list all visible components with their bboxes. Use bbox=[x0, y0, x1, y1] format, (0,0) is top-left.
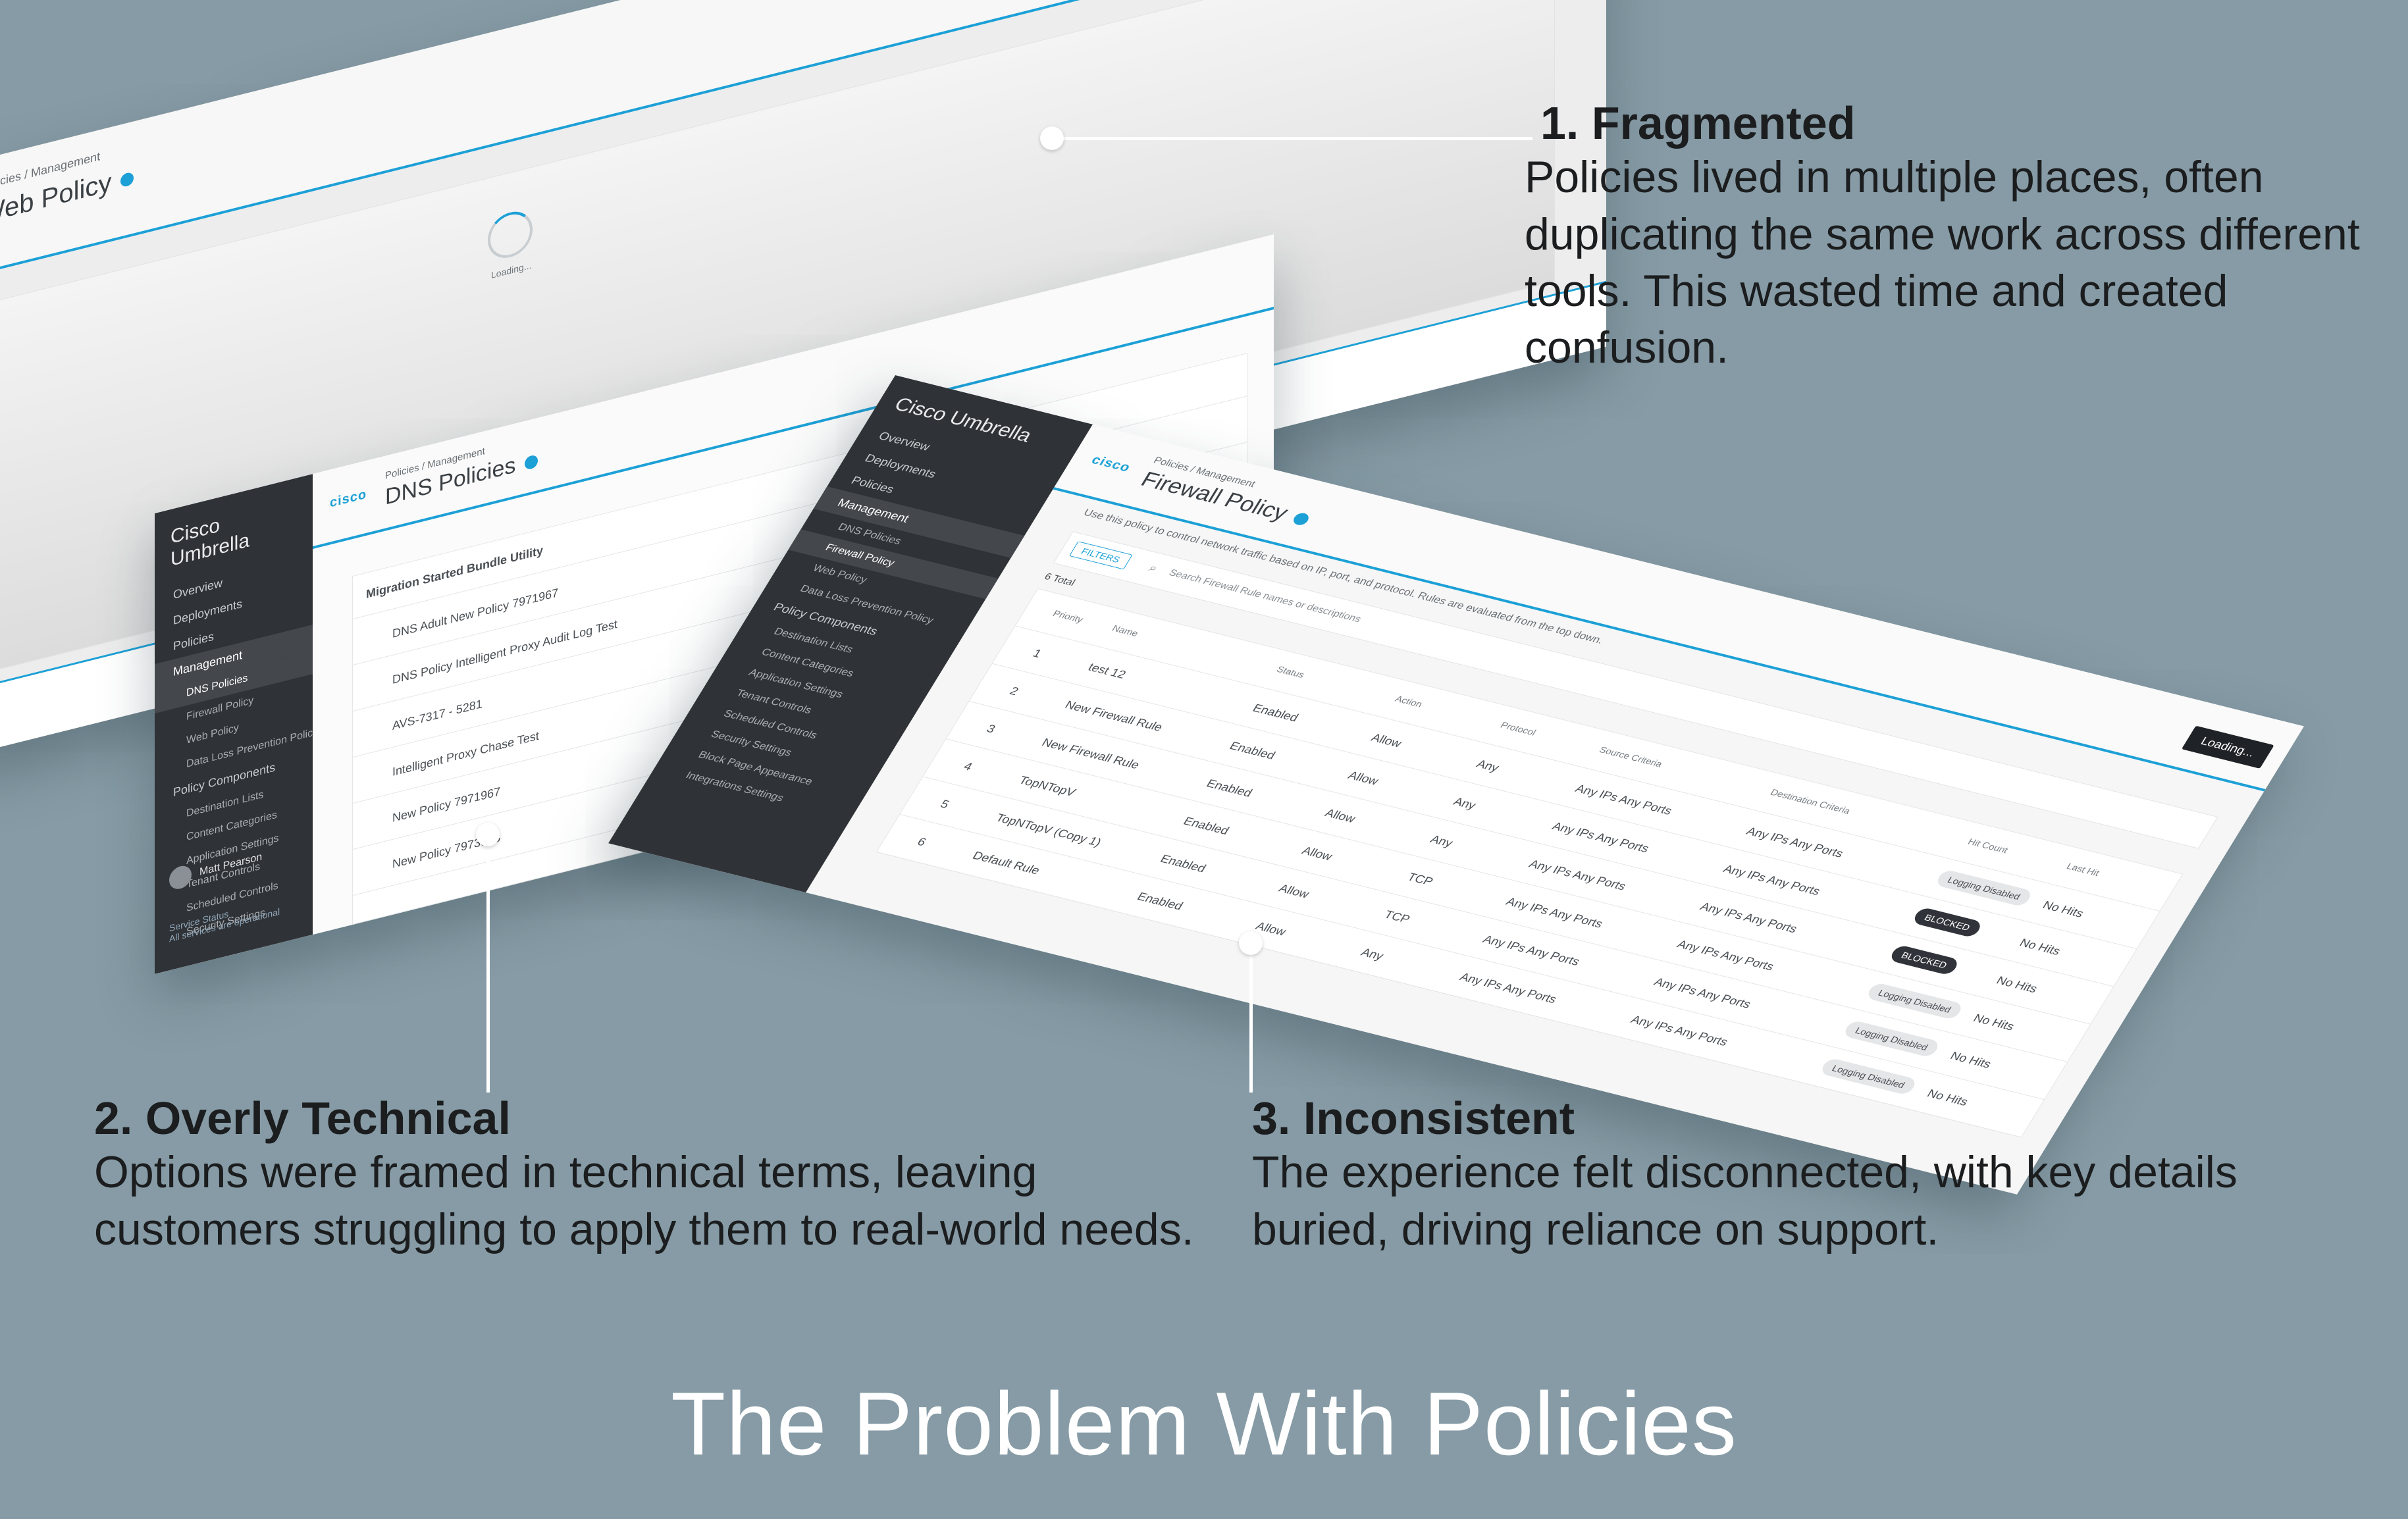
callout-dot-3 bbox=[1239, 931, 1263, 955]
callout-line-1 bbox=[1052, 137, 1532, 140]
callout-fragmented: 1. Fragmented Policies lived in multiple… bbox=[1525, 97, 2367, 376]
info-icon[interactable] bbox=[525, 453, 538, 471]
loading-text: Loading... bbox=[491, 259, 532, 281]
callout-body: Policies lived in multiple places, often… bbox=[1525, 152, 2360, 373]
callout-heading: 3. Inconsistent bbox=[1252, 1093, 1575, 1144]
callout-overly-technical: 2. Overly Technical Options were framed … bbox=[94, 1093, 1200, 1258]
main: cisco Policies / Management Firewall Pol… bbox=[806, 424, 2304, 1195]
hit-count-badge: BLOCKED bbox=[1888, 944, 1961, 976]
callout-heading: 1. Fragmented bbox=[1540, 97, 1856, 149]
callout-line-2 bbox=[486, 835, 490, 1093]
callout-heading: 2. Overly Technical bbox=[94, 1093, 511, 1144]
firewall-policy-screenshot: Cisco Umbrella Overview Deployments Poli… bbox=[608, 375, 2304, 1195]
callout-body: The experience felt disconnected, with k… bbox=[1252, 1147, 2238, 1254]
search-icon: ⌕ bbox=[1146, 561, 1161, 575]
callout-dot-1 bbox=[1040, 126, 1064, 150]
sidebar: Cisco Umbrella Overview Deployments Poli… bbox=[155, 474, 318, 974]
loading-button[interactable]: Loading... bbox=[2181, 725, 2274, 769]
callout-line-3 bbox=[1249, 943, 1253, 1093]
callout-dot-2 bbox=[476, 823, 500, 846]
page-title-main: The Problem With Policies bbox=[671, 1374, 1737, 1474]
cisco-logo: cisco bbox=[1088, 453, 1134, 475]
loading-spinner-icon bbox=[488, 207, 533, 263]
info-icon[interactable] bbox=[120, 171, 134, 188]
filters-button[interactable]: FILTERS bbox=[1068, 541, 1133, 570]
cisco-logo: cisco bbox=[330, 486, 367, 511]
total-count: 6 Total bbox=[1042, 571, 1078, 588]
info-icon[interactable] bbox=[1291, 511, 1312, 527]
hit-count-badge: BLOCKED bbox=[1911, 906, 1984, 939]
callout-body: Options were framed in technical terms, … bbox=[94, 1147, 1194, 1254]
callout-inconsistent: 3. Inconsistent The experience felt disc… bbox=[1252, 1093, 2279, 1258]
